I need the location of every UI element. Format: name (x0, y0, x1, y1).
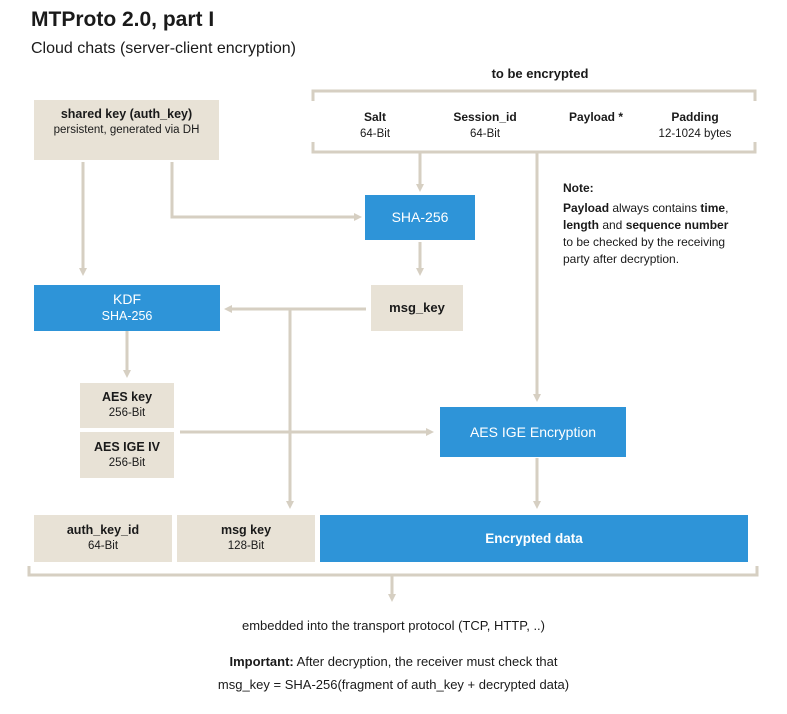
note-bold-seq: sequence number (625, 218, 729, 232)
output-bracket (27, 566, 759, 577)
diagram-subtitle: Cloud chats (server-client encryption) (31, 40, 296, 57)
field-payload-name: Payload * (568, 110, 624, 124)
payload-bracket (311, 142, 757, 154)
to-be-encrypted-header: to be encrypted (491, 66, 589, 81)
note-bold-length: length (563, 218, 599, 232)
encrypted-data-box: Encrypted data (320, 515, 748, 562)
field-payload: Payload * (556, 110, 636, 124)
diagram-title: MTProto 2.0, part I (31, 8, 215, 31)
msg-key-output-title: msg key (220, 523, 272, 537)
note-heading: Note: (563, 181, 594, 195)
field-salt-name: Salt (363, 110, 386, 124)
msg-key-output-box: msg key 128-Bit (177, 515, 315, 562)
shared-key-title: shared key (auth_key) (60, 107, 193, 121)
footer-embedded: embedded into the transport protocol (TC… (242, 618, 545, 633)
field-session-id-size: 64-Bit (469, 128, 501, 140)
note-text-3: and (599, 218, 626, 232)
note-text: Payload always contains time, length and… (563, 200, 778, 268)
arrow-key-to-sha256 (170, 162, 362, 221)
auth-key-id-box: auth_key_id 64-Bit (34, 515, 172, 562)
note: Note: Payload always contains time, leng… (563, 180, 778, 268)
aes-key-title: AES key (101, 390, 153, 404)
note-bold-payload: Payload (563, 201, 610, 215)
field-padding-size: 12-1024 bytes (658, 128, 732, 140)
note-bold-time: time (700, 201, 726, 215)
field-session-id-name: Session_id (453, 110, 517, 124)
top-bracket (311, 89, 757, 101)
footer-important-text: After decryption, the receiver must chec… (293, 654, 558, 669)
note-text-2: , (725, 201, 729, 215)
aes-encryption-box: AES IGE Encryption (440, 407, 626, 457)
sha256-box: SHA-256 (365, 195, 475, 240)
auth-key-id-size: 64-Bit (87, 540, 119, 552)
field-salt: Salt 64-Bit (340, 110, 410, 140)
footer-important: Important: After decryption, the receive… (0, 654, 787, 669)
shared-key-box: shared key (auth_key) persistent, genera… (34, 100, 219, 160)
footer-important-label: Important: (229, 654, 294, 669)
kdf-subtitle: SHA-256 (101, 309, 153, 323)
aes-key-box: AES key 256-Bit (80, 383, 174, 428)
aes-key-size: 256-Bit (108, 407, 146, 419)
auth-key-id-title: auth_key_id (66, 523, 140, 537)
aes-iv-title: AES IGE IV (94, 440, 160, 454)
aes-iv-box: AES IGE IV 256-Bit (80, 432, 174, 478)
note-text-1: always contains (609, 201, 701, 215)
msg-key-box: msg_key (371, 285, 463, 331)
field-salt-size: 64-Bit (359, 128, 391, 140)
note-text-4: to be checked by the receiving party aft… (563, 235, 726, 266)
field-session-id: Session_id 64-Bit (440, 110, 530, 140)
footer-formula: msg_key = SHA-256(fragment of auth_key +… (217, 677, 570, 692)
aes-iv-size: 256-Bit (108, 457, 146, 469)
kdf-title: KDF (113, 291, 141, 307)
shared-key-subtitle: persistent, generated via DH (53, 124, 200, 136)
kdf-box: KDF SHA-256 (34, 285, 220, 331)
field-padding-name: Padding (671, 110, 719, 124)
field-padding: Padding 12-1024 bytes (640, 110, 750, 140)
msg-key-output-size: 128-Bit (227, 540, 265, 552)
